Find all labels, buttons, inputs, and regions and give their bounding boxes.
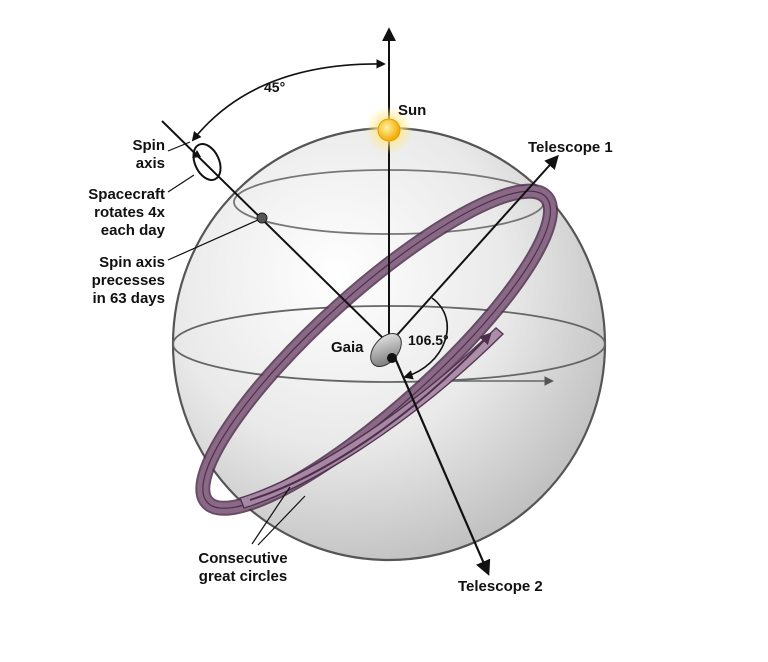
great-circles-leader-1	[251, 486, 291, 545]
precession-leader	[167, 219, 259, 261]
svg-text:Spin: Spin	[133, 137, 166, 154]
svg-text:axis: axis	[136, 155, 165, 172]
telescope-1-line	[388, 154, 559, 345]
svg-text:each day: each day	[101, 222, 166, 239]
scan-band-consecutive	[239, 327, 505, 509]
svg-text:great circles: great circles	[199, 568, 287, 585]
svg-text:rotates 4x: rotates 4x	[94, 204, 166, 221]
telescope-2-label: Telescope 2	[458, 578, 543, 595]
sun-label: Sun	[398, 102, 426, 119]
spin-axis-leader	[167, 141, 191, 152]
svg-text:precesses: precesses	[92, 272, 165, 289]
svg-text:Spin axis: Spin axis	[99, 254, 165, 271]
gaia-label: Gaia	[331, 339, 364, 356]
spin-rotation-loop	[192, 143, 222, 181]
rotation-label: Spacecraft rotates 4x each day	[88, 186, 165, 239]
scan-direction-arrow	[249, 332, 492, 501]
telescope-2-line	[387, 343, 491, 576]
rotation-leader	[167, 174, 195, 193]
sun-icon	[377, 118, 401, 142]
svg-text:in 63 days: in 63 days	[92, 290, 165, 307]
great-circles-label: Consecutive great circles	[198, 550, 287, 585]
spin-axis-label: Spin axis	[133, 137, 166, 172]
scan-band-inner-line	[202, 190, 552, 509]
great-circles-leader-2	[257, 495, 306, 546]
spin-axis-point	[256, 212, 268, 224]
angle-45-label: 45°	[264, 79, 285, 95]
angle-106-arc	[403, 297, 449, 380]
great-circle-bands	[195, 183, 558, 516]
spin-rotation-arrow	[192, 150, 201, 158]
gaia-spacecraft-icon	[370, 333, 402, 367]
angle-45-arc	[191, 59, 386, 142]
svg-text:Consecutive: Consecutive	[198, 550, 287, 567]
svg-text:Spacecraft: Spacecraft	[88, 186, 165, 203]
spin-axis-line	[161, 120, 390, 345]
precession-label: Spin axis precesses in 63 days	[92, 254, 165, 307]
telescope-1-label: Telescope 1	[528, 139, 613, 156]
angle-106-label: 106.5°	[408, 332, 449, 348]
